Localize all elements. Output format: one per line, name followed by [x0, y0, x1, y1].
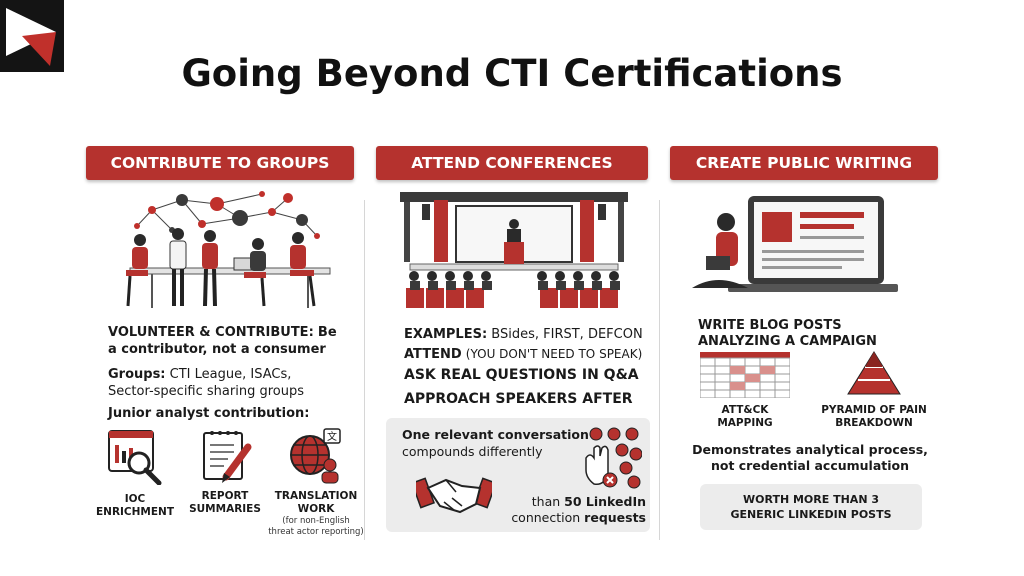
groups-text: Groups: CTI League, ISACs, Sector-specif… [108, 366, 348, 400]
team-network-illustration [112, 190, 342, 310]
translation-icon: 文 [290, 427, 342, 485]
worth-more-box [700, 484, 922, 530]
demonstrates-text: Demonstrates analytical process, not cre… [692, 442, 928, 473]
attend-note: (YOU DON'T NEED TO SPEAK) [465, 347, 643, 361]
banner-public-writing: CREATE PUBLIC WRITING [670, 146, 938, 180]
page-title: Going Beyond CTI Certifications [181, 52, 843, 95]
ioc-enrichment-icon [107, 429, 163, 486]
linkedin-comparison-line2: connection requests [500, 510, 646, 526]
volunteer-line2: a contributor, not a consumer [108, 342, 326, 357]
connection-word: connection [511, 510, 581, 525]
connection-requests-icon [580, 426, 643, 494]
svg-text:文: 文 [327, 430, 337, 443]
column-divider [659, 200, 660, 540]
examples-line: EXAMPLES: BSides, FIRST, DEFCON [404, 326, 654, 343]
requests-word: requests [584, 510, 646, 525]
brand-logo [0, 0, 64, 72]
conversation-head: One relevant conversation [402, 427, 589, 442]
than-word: than [531, 494, 561, 509]
banner-attend-conferences: ATTEND CONFERENCES [376, 146, 648, 180]
attend-head: ATTEND [404, 347, 462, 362]
pyramid-icon [846, 350, 902, 396]
report-summaries-icon [200, 429, 254, 485]
ask-questions-text: ASK REAL QUESTIONS IN Q&A [404, 367, 639, 383]
volunteer-line1: Be [317, 325, 337, 340]
groups-line1: CTI League, ISACs, [169, 367, 292, 382]
examples-list: BSides, FIRST, DEFCON [491, 327, 643, 342]
column-divider [364, 200, 365, 540]
blog-posts-text: WRITE BLOG POSTS ANALYZING A CAMPAIGN [698, 318, 877, 349]
banner-contribute-groups: CONTRIBUTE TO GROUPS [86, 146, 354, 180]
examples-head: EXAMPLES: [404, 327, 488, 342]
conversation-sub: compounds differently [402, 444, 543, 459]
linkedin-comparison-line1: than 50 LinkedIn [500, 494, 646, 510]
linkedin-count: 50 LinkedIn [564, 494, 646, 509]
worth-more-text: WORTH MORE THAN 3 GENERIC LINKEDIN POSTS [730, 493, 892, 521]
conference-stage-illustration [400, 192, 628, 310]
volunteer-head: VOLUNTEER & CONTRIBUTE: [108, 325, 314, 340]
volunteer-text: VOLUNTEER & CONTRIBUTE: Be a contributor… [108, 324, 348, 358]
attck-matrix-icon [699, 352, 791, 399]
attend-line: ATTEND (YOU DON'T NEED TO SPEAK) [404, 346, 654, 363]
groups-line2: Sector-specific sharing groups [108, 384, 304, 399]
play-triangle-icon [6, 8, 56, 66]
handshake-icon [411, 466, 497, 520]
groups-head: Groups: [108, 367, 166, 382]
blogging-laptop-illustration [688, 192, 898, 302]
approach-speakers-text: APPROACH SPEAKERS AFTER [404, 391, 633, 407]
junior-contribution-label: Junior analyst contribution: [108, 406, 310, 421]
